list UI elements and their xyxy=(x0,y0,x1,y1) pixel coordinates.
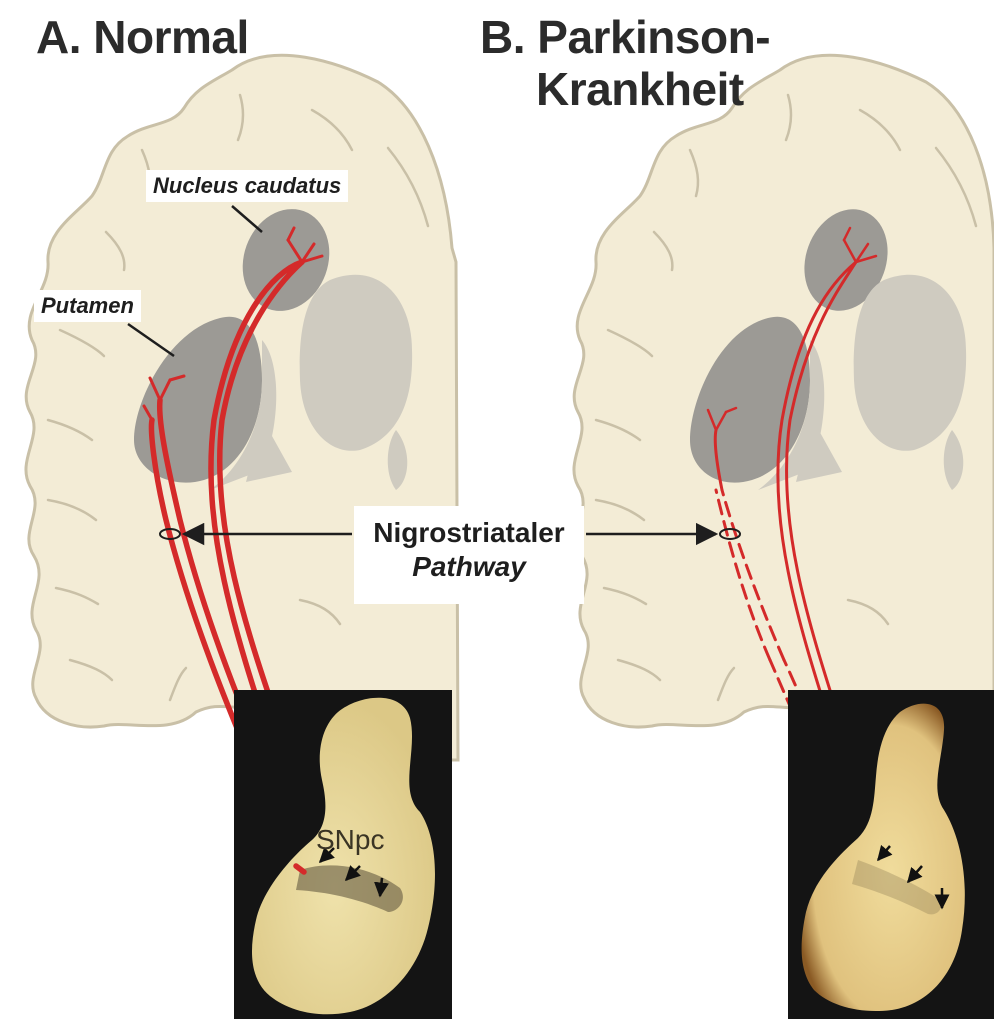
pathway-label: Nigrostriataler Pathway xyxy=(354,506,584,604)
panel-b xyxy=(574,55,994,1019)
pathway-label-line2: Pathway xyxy=(354,550,584,584)
panel-b-title-line1: B. Parkinson- xyxy=(480,12,770,62)
pathway-label-line1: Nigrostriataler xyxy=(354,516,584,550)
panel-b-title-line2: Krankheit xyxy=(536,64,744,114)
label-putamen: Putamen xyxy=(34,290,141,322)
snpc-label: SNpc xyxy=(316,824,384,856)
panel-a-title: A. Normal xyxy=(36,12,249,62)
label-nucleus-caudatus: Nucleus caudatus xyxy=(146,170,348,202)
